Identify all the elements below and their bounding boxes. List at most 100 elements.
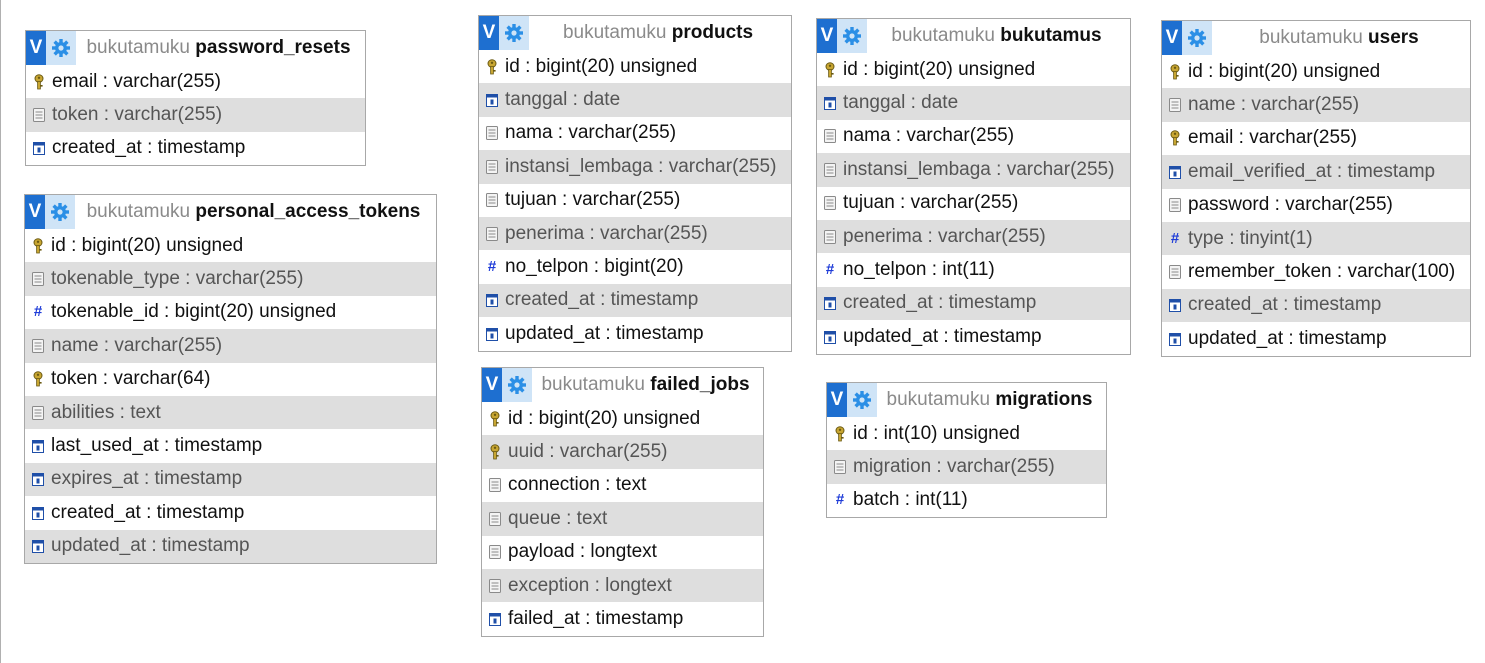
column-row[interactable]: expires_at : timestamp xyxy=(25,462,436,497)
toggle-columns-button[interactable]: V xyxy=(25,195,45,229)
toggle-columns-button[interactable]: V xyxy=(827,383,847,417)
column-row[interactable]: tujuan : varchar(255) xyxy=(817,187,1130,220)
column-row[interactable]: id : int(10) unsigned xyxy=(827,417,1106,450)
column-row[interactable]: nama : varchar(255) xyxy=(479,117,791,150)
key-icon xyxy=(1168,63,1182,80)
text-icon xyxy=(31,405,45,421)
column-row[interactable]: created_at : timestamp xyxy=(1162,288,1470,323)
column-row[interactable]: uuid : varchar(255) xyxy=(482,435,763,469)
column-row[interactable]: created_at : timestamp xyxy=(817,286,1130,321)
column-label: no_telpon : bigint(20) xyxy=(505,256,684,278)
toggle-columns-button[interactable]: V xyxy=(1162,21,1182,55)
column-label: token : varchar(255) xyxy=(52,104,223,126)
column-row[interactable]: tanggal : date xyxy=(817,86,1130,120)
column-row[interactable]: #tokenable_id : bigint(20) unsigned xyxy=(25,296,436,329)
column-row[interactable]: id : bigint(20) unsigned xyxy=(817,53,1130,86)
date-icon xyxy=(823,95,837,111)
column-label: id : bigint(20) unsigned xyxy=(1188,60,1381,82)
text-icon xyxy=(1168,97,1182,113)
column-row[interactable]: #batch : int(11) xyxy=(827,484,1106,517)
number-icon: # xyxy=(825,261,835,279)
column-row[interactable]: email : varchar(255) xyxy=(1162,122,1470,155)
table-header-controls: V xyxy=(479,16,529,50)
column-row[interactable]: updated_at : timestamp xyxy=(1162,322,1470,355)
column-row[interactable]: password : varchar(255) xyxy=(1162,189,1470,222)
column-row[interactable]: remember_token : varchar(100) xyxy=(1162,255,1470,288)
column-row[interactable]: email_verified_at : timestamp xyxy=(1162,155,1470,189)
column-row[interactable]: id : bigint(20) unsigned xyxy=(25,229,436,262)
column-row[interactable]: updated_at : timestamp xyxy=(25,529,436,563)
toggle-columns-button[interactable]: V xyxy=(817,19,837,53)
gear-icon[interactable] xyxy=(502,368,532,402)
column-label: id : bigint(20) unsigned xyxy=(505,55,698,77)
column-row[interactable]: penerima : varchar(255) xyxy=(479,216,791,251)
gear-icon[interactable] xyxy=(837,19,867,53)
column-row[interactable]: abilities : text xyxy=(25,395,436,430)
column-row[interactable]: id : bigint(20) unsigned xyxy=(1162,55,1470,88)
column-row[interactable]: instansi_lembaga : varchar(255) xyxy=(817,153,1130,187)
column-row[interactable]: tanggal : date xyxy=(479,83,791,117)
canvas-left-border xyxy=(0,0,1,663)
column-row[interactable]: migration : varchar(255) xyxy=(827,450,1106,484)
column-row[interactable]: #type : tinyint(1) xyxy=(1162,221,1470,256)
column-row[interactable]: last_used_at : timestamp xyxy=(25,429,436,462)
gear-icon[interactable] xyxy=(45,195,75,229)
gear-icon[interactable] xyxy=(499,16,529,50)
column-label: expires_at : timestamp xyxy=(51,468,243,490)
key-icon xyxy=(32,73,46,90)
text-icon xyxy=(488,578,502,594)
column-row[interactable]: created_at : timestamp xyxy=(26,132,365,165)
column-row[interactable]: payload : longtext xyxy=(482,536,763,569)
column-row[interactable]: id : bigint(20) unsigned xyxy=(482,402,763,435)
column-row[interactable]: created_at : timestamp xyxy=(25,496,436,529)
text-icon xyxy=(1168,197,1182,213)
column-row[interactable]: connection : text xyxy=(482,469,763,502)
toggle-columns-button[interactable]: V xyxy=(482,368,502,402)
column-row[interactable]: created_at : timestamp xyxy=(479,283,791,318)
column-row[interactable]: name : varchar(255) xyxy=(1162,88,1470,122)
toggle-columns-button[interactable]: V xyxy=(479,16,499,50)
column-row[interactable]: failed_at : timestamp xyxy=(482,602,763,635)
date-icon xyxy=(1168,164,1182,180)
number-icon: # xyxy=(487,258,497,276)
column-row[interactable]: id : bigint(20) unsigned xyxy=(479,50,791,83)
column-row[interactable]: queue : text xyxy=(482,502,763,536)
date-icon xyxy=(823,295,837,311)
column-row[interactable]: tujuan : varchar(255) xyxy=(479,184,791,217)
column-row[interactable]: nama : varchar(255) xyxy=(817,120,1130,153)
gear-icon[interactable] xyxy=(1182,21,1212,55)
gear-icon[interactable] xyxy=(46,31,76,65)
column-row[interactable]: instansi_lembaga : varchar(255) xyxy=(479,150,791,184)
column-label: id : bigint(20) unsigned xyxy=(843,58,1036,80)
date-icon xyxy=(31,471,45,487)
column-row[interactable]: penerima : varchar(255) xyxy=(817,219,1130,254)
column-row[interactable]: token : varchar(64) xyxy=(25,363,436,396)
column-row[interactable]: exception : longtext xyxy=(482,568,763,603)
column-label: last_used_at : timestamp xyxy=(51,435,263,457)
column-row[interactable]: name : varchar(255) xyxy=(25,329,436,363)
column-row[interactable]: #no_telpon : int(11) xyxy=(817,253,1130,286)
column-row[interactable]: tokenable_type : varchar(255) xyxy=(25,262,436,296)
column-row[interactable]: token : varchar(255) xyxy=(26,98,365,132)
gear-icon[interactable] xyxy=(847,383,877,417)
column-row[interactable]: email : varchar(255) xyxy=(26,65,365,98)
toggle-columns-button[interactable]: V xyxy=(26,31,46,65)
column-row[interactable]: updated_at : timestamp xyxy=(479,317,791,350)
table-header-controls: V xyxy=(827,383,877,417)
column-row[interactable]: # no_telpon : bigint(20) xyxy=(479,250,791,283)
column-row[interactable]: updated_at : timestamp xyxy=(817,320,1130,353)
